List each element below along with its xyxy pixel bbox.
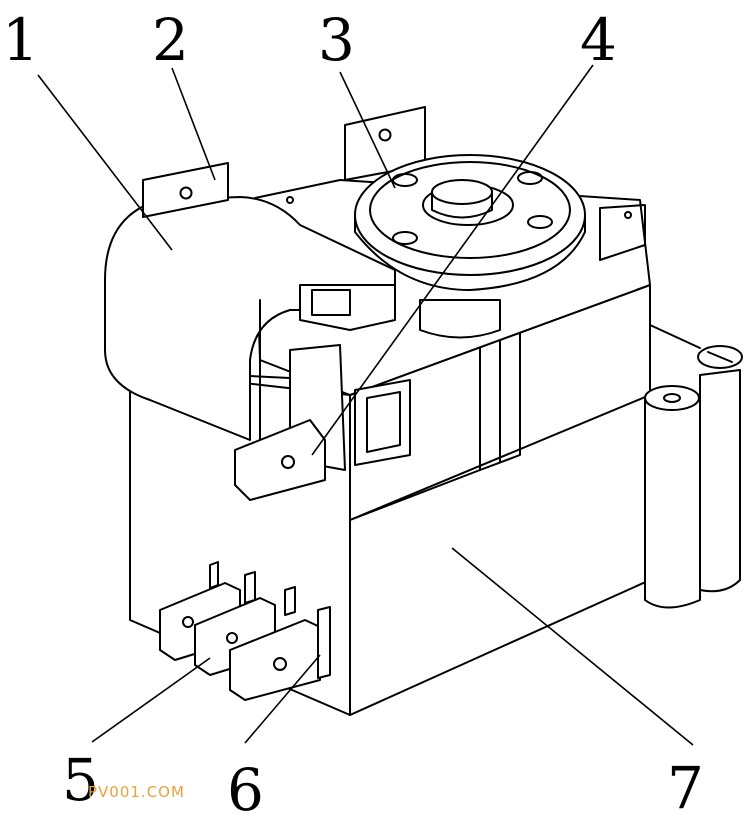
leader-5	[91, 657, 211, 743]
side-cylinder	[644, 324, 743, 609]
rotary-disc	[354, 154, 586, 339]
label-2: 2	[152, 6, 189, 74]
switch-assembly	[234, 284, 411, 501]
watermark: PV001.COM	[88, 783, 185, 801]
label-5: 5	[62, 746, 99, 814]
label-3: 3	[318, 6, 355, 74]
label-7: 7	[667, 754, 704, 819]
mounting-tab-left	[142, 162, 229, 218]
leader-2	[171, 67, 216, 181]
terminal-right	[229, 606, 331, 701]
leader-1	[37, 74, 173, 251]
leader-4	[311, 64, 594, 456]
leader-6	[244, 654, 321, 744]
leader-lines	[37, 64, 694, 746]
leader-3	[339, 71, 396, 189]
label-4: 4	[580, 6, 617, 74]
leader-7	[451, 547, 694, 746]
label-6: 6	[227, 756, 264, 819]
label-1: 1	[2, 6, 39, 74]
